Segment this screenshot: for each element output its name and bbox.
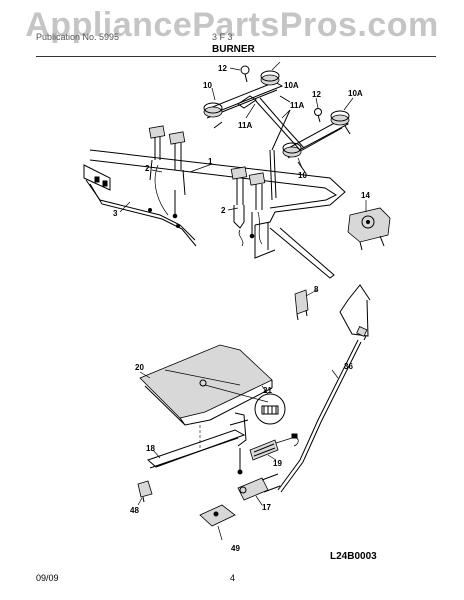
callout-12-lower: 12 [312,90,321,99]
callout-10A-lower: 10A [348,89,363,98]
burner-valve-cluster-right [230,166,266,247]
upper-burner-assembly [203,65,291,129]
burner-baffle [139,344,273,426]
callout-14: 14 [361,191,370,200]
header-rule [36,56,436,57]
oven-igniter [249,433,299,461]
callout-1: 1 [208,157,213,166]
oven-burner [147,412,249,475]
detail-21-circle [254,393,286,425]
header-publication: Publication No. 5995 [36,32,120,42]
callout-48: 48 [130,506,139,515]
callout-19: 19 [273,459,282,468]
callout-49: 49 [231,544,240,553]
callout-10-upper: 10 [203,81,212,90]
figure-code: L24B0003 [330,551,377,562]
lower-burner-assembly [282,108,351,173]
leader-lines [119,61,367,541]
callout-labels: 12 10 10A 11A 11A 12 10A 10 1 2 2 3 14 8… [113,64,370,553]
callout-8: 8 [314,285,319,294]
header-model: 3 F 3 [212,32,233,42]
callout-2-right: 2 [221,206,226,215]
callout-21: 21 [263,386,272,395]
mounting-plate [199,504,236,527]
callout-10-lower: 10 [298,171,307,180]
page-title: BURNER [212,44,255,55]
oven-gas-tube [277,284,371,493]
mounting-bracket [83,164,197,247]
orifice-fitting [294,289,309,321]
footer-date: 09/09 [36,573,59,583]
callout-11A-left: 11A [238,121,252,130]
pressure-regulator [347,207,391,251]
footer-page-number: 4 [230,573,236,583]
manifold-rail [89,149,346,279]
callout-36: 36 [344,362,353,371]
burner-valve-cluster-left [148,125,186,219]
callout-18: 18 [146,444,155,453]
watermark: AppliancePartsPros.com [25,6,439,44]
callout-12-upper: 12 [218,64,227,73]
callout-3: 3 [113,209,118,218]
callout-11A-right: 11A [290,101,304,110]
burner-tubes [254,97,305,201]
callout-20: 20 [135,363,144,372]
callout-17: 17 [262,503,271,512]
oven-safety-valve [237,473,281,501]
callout-2-left: 2 [145,164,150,173]
retaining-clip [137,480,153,503]
callout-10A-upper: 10A [284,81,299,90]
